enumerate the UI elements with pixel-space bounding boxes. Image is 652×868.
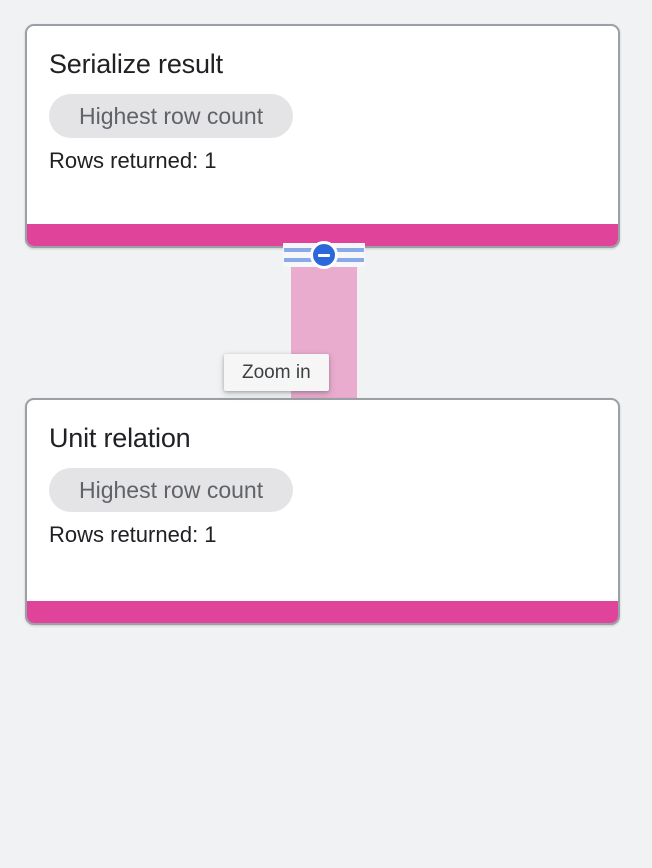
node-card-unit-relation[interactable]: Unit relation Highest row count Rows ret… [25, 398, 620, 625]
node-rows-returned: Rows returned: 1 [49, 148, 217, 173]
node-status-bar [27, 224, 618, 246]
edge-rail-line [284, 258, 314, 262]
node-card-serialize-result[interactable]: Serialize result Highest row count Rows … [25, 24, 620, 248]
node-body: Unit relation Highest row count Rows ret… [27, 400, 618, 601]
minus-circle-icon[interactable] [310, 241, 338, 269]
edge-rail-line [334, 258, 364, 262]
zoom-in-tooltip: Zoom in [224, 354, 329, 391]
edge-control-group [283, 241, 365, 269]
node-title: Unit relation [49, 423, 191, 453]
node-badge-highest-row-count[interactable]: Highest row count [49, 94, 294, 138]
minus-glyph [318, 253, 330, 257]
node-rows-returned: Rows returned: 1 [49, 522, 217, 547]
node-body: Serialize result Highest row count Rows … [27, 26, 618, 224]
edge-rail-line [334, 248, 364, 252]
node-status-bar [27, 601, 618, 623]
edge-rail-line [284, 248, 314, 252]
node-title: Serialize result [49, 49, 223, 79]
node-badge-highest-row-count[interactable]: Highest row count [49, 468, 294, 512]
